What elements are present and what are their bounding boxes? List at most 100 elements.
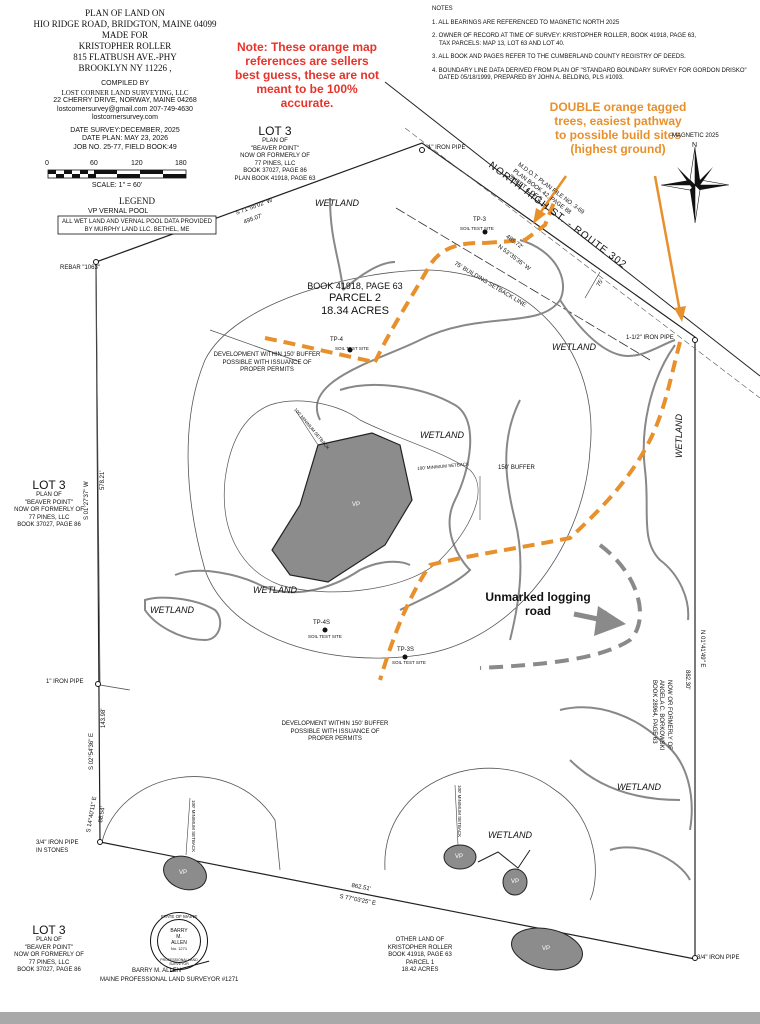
lot3-left-line: NOW OR FORMERLY OF: [14, 507, 84, 513]
other-land-line: OTHER LAND OF: [395, 937, 445, 943]
notes-title: NOTES: [432, 6, 453, 12]
title-line1: PLAN OF LAND ON: [85, 8, 165, 18]
note-3: 3. ALL BOOK AND PAGES REFER TO THE CUMBE…: [432, 54, 686, 60]
tp4-marker: [347, 347, 353, 353]
pipe-rebar-marker: [93, 259, 99, 265]
firm-web: lostcornersurvey.com: [91, 114, 158, 121]
buffer-outline: [187, 269, 592, 659]
lot3-left: LOT 3 PLAN OF "BEAVER POINT" NOW OR FORM…: [14, 478, 84, 530]
legend-box: [57, 215, 217, 235]
wetland-label: WETLAND: [617, 782, 662, 792]
firm-name: LOST CORNER LAND SURVEYING, LLC: [61, 88, 189, 97]
wetland-right-outline: [642, 344, 690, 621]
lot3-left-line: PLAN OF: [36, 492, 62, 498]
lot3-bottom-line: PLAN OF: [36, 937, 62, 943]
double-orange-arrow-2: [653, 175, 682, 313]
wetland-label: WETLAND: [488, 830, 533, 840]
road-centerline: [404, 127, 760, 399]
lot3-bottom-title: LOT 3: [32, 923, 66, 937]
wetland-label: WETLAND: [674, 413, 684, 458]
note-2: 2. OWNER OF RECORD AT TIME OF SURVEY: KR…: [432, 33, 697, 39]
double-orange-arrowhead-1: [533, 208, 546, 224]
lot3-bottom-line: BOOK 37027, PAGE 86: [17, 967, 81, 973]
firm-contact: lostcornersurvey@gmail.com 207-749-4630: [57, 105, 193, 113]
bearing-left2-dist: 143.98': [101, 708, 107, 729]
pipe-stones-marker: [97, 839, 103, 845]
parcel-book: BOOK 41918, PAGE 63: [307, 281, 403, 291]
scale-tick-180: 180: [175, 160, 187, 167]
logging-road-path: [479, 543, 642, 670]
surveyor-seal: STATE OF MAINE BARRY M. ALLEN No. 1271 P…: [150, 912, 208, 970]
compiled-by: COMPILED BY: [101, 80, 149, 87]
other-land-parcel: PARCEL 1: [405, 959, 435, 966]
magnetic-label: MAGNETIC 2025: [672, 133, 719, 139]
vp-label: VP: [179, 870, 188, 876]
bearing-left-dist: 578.21': [100, 470, 106, 491]
wetland-label: WETLAND: [253, 585, 298, 595]
buffer-bottom-right: [384, 767, 596, 901]
bearing-right-dist: 882.30': [684, 670, 690, 690]
pipe-top-label: 1" IRON PIPE: [428, 145, 466, 151]
note-4: 4. BOUNDARY LINE DATA DERIVED FROM PLAN …: [432, 67, 747, 74]
tp3s-marker: [402, 654, 408, 660]
tp3s-soil: SOIL TEST SITE: [392, 660, 426, 665]
other-land-area: 18.42 ACRES: [401, 967, 439, 973]
vp-label: VP: [352, 502, 361, 508]
lot3-bottom-line: 77 PINES, LLC: [28, 959, 70, 966]
setback-leader-3: [454, 784, 459, 846]
scale-tick-0: 0: [45, 160, 49, 167]
pipe-bottom-right-label: 3/4" IRON PIPE: [697, 955, 740, 961]
pipe-left-mid-label: 1" IRON PIPE: [46, 679, 84, 685]
dev-buffer-line: DEVELOPMENT WITHIN 150' BUFFER: [281, 721, 389, 727]
dev-buffer-line: DEVELOPMENT WITHIN 150' BUFFER: [213, 352, 321, 358]
lot3-bottom-line: "BEAVER POINT": [24, 944, 74, 951]
double-orange-arrow-1: [536, 175, 568, 217]
legend-note: ALL WET LAND AND VERNAL POOL DATA PROVID…: [61, 219, 213, 233]
double-orange-note: DOUBLE orange tagged trees, easiest path…: [549, 100, 687, 156]
tp3s-label: TP-3S: [397, 647, 415, 653]
bearing-left: S 01°27'37" W: [84, 481, 90, 520]
tp4-label: TP-4: [330, 337, 344, 343]
seller-note: Note: These orange map references are se…: [234, 40, 380, 110]
scale-tick-60: 60: [90, 160, 98, 167]
lot3-top: LOT 3 PLAN OF "BEAVER POINT" NOW OR FORM…: [225, 124, 325, 183]
note-4b: DATED 05/18/1999, PREPARED BY JOHN A. BE…: [439, 75, 624, 81]
min-setback-label-4: 100' MINIMUM SETBACK: [457, 785, 462, 838]
lot3-left-line: BOOK 37027, PAGE 86: [17, 522, 81, 528]
other-land: OTHER LAND OF KRISTOPHER ROLLER BOOK 419…: [370, 937, 470, 975]
vp-label: VP: [511, 879, 520, 885]
tp4s-marker: [322, 627, 328, 633]
firm-address: 22 CHERRY DRIVE, NORWAY, MAINE 04268: [53, 97, 197, 104]
orange-paths: [264, 199, 682, 681]
dev-buffer-note-1: DEVELOPMENT WITHIN 150' BUFFER POSSIBLE …: [192, 352, 342, 375]
dev-buffer-note-2: DEVELOPMENT WITHIN 150' BUFFER POSSIBLE …: [250, 721, 420, 744]
bottom-strip: [0, 1012, 760, 1024]
dev-buffer-line: POSSIBLE WITH ISSUANCE OF: [222, 359, 312, 366]
property-boundary: [95, 142, 696, 960]
date-survey: DATE SURVEY:DECEMBER, 2025: [70, 126, 180, 134]
job-number: JOB NO. 25-77, FIELD BOOK:49: [73, 143, 177, 151]
wetland-central-outline: [316, 239, 676, 421]
logging-road-arrowhead: [594, 606, 626, 636]
title-line4: KRISTOPHER ROLLER: [78, 41, 172, 51]
pipe-stones-line: 3/4" IRON PIPE: [36, 840, 79, 846]
seal-number: No. 1271: [170, 946, 188, 951]
wetland-label: WETLAND: [552, 342, 597, 352]
tp4s-label: TP-4S: [313, 620, 331, 626]
lot3-bottom: LOT 3 PLAN OF "BEAVER POINT" NOW OR FORM…: [14, 923, 84, 975]
legend-entry: VP VERNAL POOL: [88, 208, 149, 215]
vernal-pool-bottom-mid: [443, 844, 477, 870]
pipe-bottom-right-marker: [692, 955, 698, 961]
lot3-top-title: LOT 3: [258, 124, 292, 138]
pipe-stones-line: IN STONES: [36, 847, 69, 854]
wetland-bottom-right: [609, 846, 691, 881]
wetland-top-outline: [329, 197, 396, 291]
buffer-150-label: 150' BUFFER: [498, 465, 535, 471]
title-block: PLAN OF LAND ON HIO RIDGE ROAD, BRIDGTON…: [15, 8, 235, 152]
vernal-pool-bottom-left: [163, 855, 207, 891]
parcel-name: PARCEL 2: [329, 292, 381, 304]
lot3-top-line: "BEAVER POINT": [250, 145, 300, 152]
compass-rose: [660, 146, 730, 224]
pipe-stones-label: 3/4" IRON PIPE IN STONES: [36, 840, 78, 855]
road-line-outer: [384, 81, 760, 377]
